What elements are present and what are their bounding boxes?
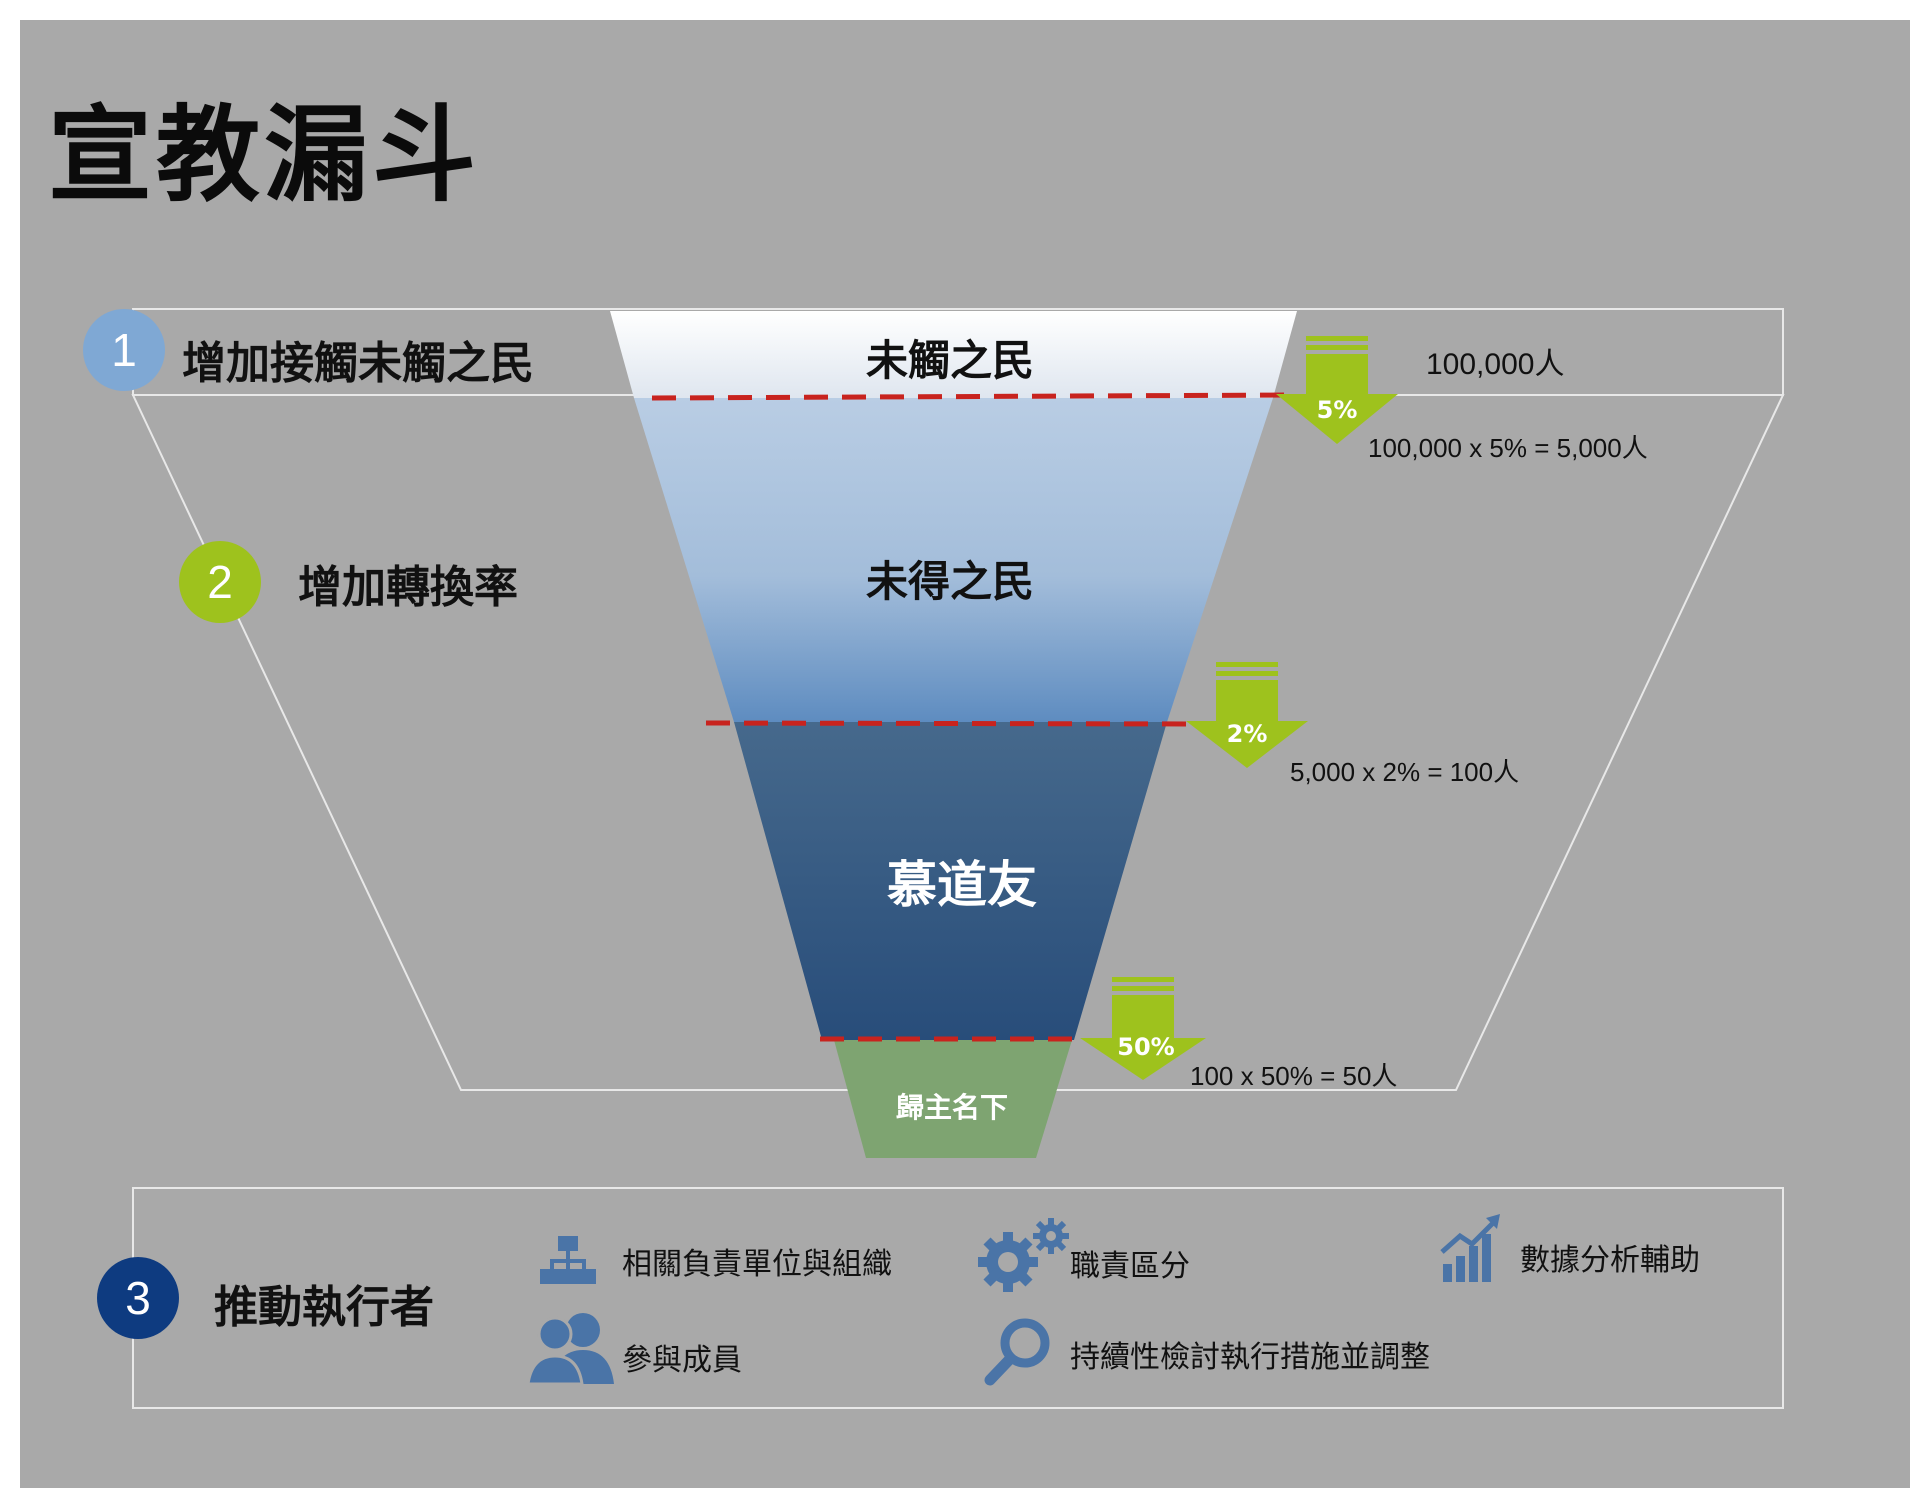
step-number-2: 2 [207,556,233,608]
divider-line-2 [705,720,1201,727]
conversion-arrow-2 [1186,662,1308,768]
conversion-rate-3: 50% [1117,1033,1174,1061]
step-number-3: 3 [125,1272,151,1324]
actor-label-review: 持續性檢討執行措施並調整 [1070,1340,1430,1375]
step-label-2: 增加轉換率 [298,562,518,613]
step-label-1: 增加接觸未觸之民 [182,338,534,389]
actor-label-analytics: 數據分析輔助 [1520,1243,1700,1278]
actor-label-org: 相關負責單位與組織 [622,1247,892,1282]
step-badge-1 [83,309,165,391]
step-badge-3 [97,1257,179,1339]
stage-label-unevangelized: 未得之民 [866,557,1034,606]
stage-label-unreached: 未觸之民 [866,336,1034,385]
actor-label-roles: 職責區分 [1070,1249,1190,1284]
conversion-rate-2: 2% [1227,720,1268,748]
stage-label-seekers: 慕道友 [887,856,1037,914]
conversion-arrow-3 [1080,977,1206,1080]
people-icon [526,1313,614,1386]
page-title: 宣教漏斗 [48,94,481,216]
step-badge-2 [179,541,261,623]
divider-line-1 [651,392,1291,401]
start-count: 100,000人 [1426,348,1564,381]
conversion-rate-1: 5% [1317,396,1358,424]
funnel-stage-seekers [734,722,1167,1040]
conversion-calc-1: 100,000 x 5% = 5,000人 [1368,433,1648,463]
funnel-stage-converts [834,1040,1072,1158]
funnel-stage-unevangelized [634,398,1273,722]
stage-label-converts: 歸主名下 [896,1091,1008,1124]
magnifier-icon [984,1318,1050,1386]
actor-label-members: 參與成員 [622,1343,742,1378]
analytics-chart-icon [1440,1214,1500,1282]
conversion-calc-2: 5,000 x 2% = 100人 [1290,757,1519,787]
step-number-1: 1 [111,324,137,376]
conversion-arrow-1 [1276,336,1398,444]
org-chart-icon [540,1236,596,1284]
funnel-stage-unreached [610,311,1297,398]
gears-icon [978,1218,1069,1292]
conversion-calc-3: 100 x 50% = 50人 [1190,1061,1397,1091]
step-label-3: 推動執行者 [214,1282,434,1333]
